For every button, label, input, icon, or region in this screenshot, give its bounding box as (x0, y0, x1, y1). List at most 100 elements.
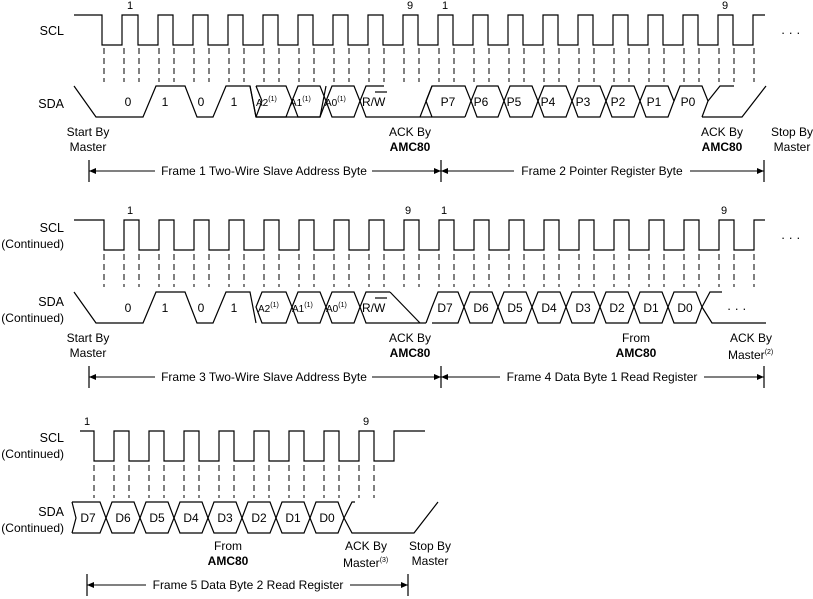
scl-waveform-3 (80, 430, 425, 462)
bit-label: D0 (319, 511, 335, 525)
sda-waveform-2 (73, 291, 766, 324)
clock-9-label: 9 (363, 416, 369, 428)
ack-label: ACK By (701, 125, 743, 139)
ack-master-label: Master(2) (728, 348, 773, 362)
from-label: From (214, 539, 242, 553)
start-label: Master (70, 140, 107, 154)
scl-waveform-1 (74, 14, 765, 46)
bit-label: P4 (541, 95, 556, 109)
sda-label: SDA (38, 295, 64, 309)
bit-label: D7 (80, 511, 96, 525)
clock-9-label: 9 (722, 0, 728, 12)
bit-label: 1 (231, 95, 238, 109)
data-source-label: AMC80 (616, 346, 657, 360)
continuation-ellipsis: · · · (781, 231, 800, 245)
continued-label: (Continued) (1, 521, 64, 535)
bit-label: D4 (541, 301, 557, 315)
bit-label: 1 (162, 301, 169, 315)
continued-label: (Continued) (1, 447, 64, 461)
bit-label: 0 (198, 95, 205, 109)
bit-label: P1 (647, 95, 662, 109)
bit-label: D4 (183, 511, 199, 525)
ack-source-label: AMC80 (390, 140, 431, 154)
scl-label: SCL (40, 431, 64, 445)
bit-label: D5 (507, 301, 523, 315)
bit-label: P7 (441, 95, 456, 109)
bit-label: D7 (437, 301, 453, 315)
bit-label-rw: R/W (362, 301, 386, 315)
frame-1-label: Frame 1 Two-Wire Slave Address Byte (161, 164, 367, 178)
stop-label: Master (774, 140, 811, 154)
ack-label: ACK By (730, 331, 772, 345)
bit-label: 0 (125, 95, 132, 109)
data-source-label: AMC80 (208, 554, 249, 568)
pointer-bits: P7 P6 P5 P4 P3 P2 P1 P0 (441, 95, 696, 109)
bit-label: 1 (162, 95, 169, 109)
bit-label: D3 (575, 301, 591, 315)
bit-label: P3 (576, 95, 591, 109)
continued-label: (Continued) (1, 237, 64, 251)
continued-label: (Continued) (1, 311, 64, 325)
timing-guides-1 (103, 48, 755, 82)
bit-label-a0: A0(1) (325, 96, 346, 109)
bit-label: D2 (251, 511, 267, 525)
sda-waveform-1 (73, 85, 767, 118)
bit-label: D5 (149, 511, 165, 525)
frame-2-label: Frame 2 Pointer Register Byte (521, 164, 683, 178)
bit-label: P6 (474, 95, 489, 109)
bit-label: D6 (473, 301, 489, 315)
bit-label: 0 (125, 301, 132, 315)
stop-label: Master (412, 554, 449, 568)
clock-9-label: 9 (405, 205, 411, 217)
from-label: From (622, 331, 650, 345)
timing-guides-3 (93, 465, 375, 498)
bit-label: D1 (643, 301, 659, 315)
sda-label: SDA (38, 505, 64, 519)
scl-waveform-2 (74, 219, 765, 251)
frame-5-label: Frame 5 Data Byte 2 Read Register (153, 578, 344, 592)
clock-9-label: 9 (721, 205, 727, 217)
ack-master-label: Master(3) (343, 556, 388, 570)
section-3: SCL (Continued) 1 9 SDA (Continued) (1, 416, 451, 596)
bit-label: D1 (285, 511, 301, 525)
bit-label: P5 (507, 95, 522, 109)
bit-label-a1: A1(1) (292, 302, 313, 315)
bit-label-a2: A2(1) (258, 302, 279, 315)
bit-label: 1 (231, 301, 238, 315)
ack-source-label: AMC80 (390, 346, 431, 360)
data-bits-2: D7 D6 D5 D4 D3 D2 D1 D0 (80, 511, 335, 525)
data-bits-1: D7 D6 D5 D4 D3 D2 D1 D0 · · · (437, 301, 746, 316)
bit-label-a2: A2(1) (256, 96, 277, 109)
ack-label: ACK By (389, 125, 431, 139)
stop-label: Stop By (771, 125, 813, 139)
bit-label-rw: R/W (362, 95, 386, 109)
bit-label-a0: A0(1) (326, 302, 347, 315)
start-label: Start By (67, 125, 110, 139)
frame-4-label: Frame 4 Data Byte 1 Read Register (507, 370, 698, 384)
start-label: Start By (67, 331, 110, 345)
sda-waveform-3 (71, 501, 439, 534)
sda-label: SDA (38, 97, 64, 111)
clock-1-label: 1 (127, 0, 133, 12)
scl-label: SCL (40, 221, 64, 235)
scl-label: SCL (40, 24, 64, 38)
section-2: SCL (Continued) 1 9 1 9 · · · (1, 205, 800, 388)
bit-label: P0 (681, 95, 696, 109)
clock-1-label: 1 (127, 205, 133, 217)
bit-label: D2 (609, 301, 625, 315)
address-bits-1: 0 1 0 1 A2(1) A1(1) A0(1) R/W (125, 91, 387, 109)
frame-3-label: Frame 3 Two-Wire Slave Address Byte (161, 370, 367, 384)
stop-label: Stop By (409, 539, 451, 553)
continuation-ellipsis: · · · (781, 26, 800, 40)
clock-1-label: 1 (442, 0, 448, 12)
bit-label: D3 (217, 511, 233, 525)
bit-label-a1: A1(1) (290, 96, 311, 109)
bit-label: D0 (677, 301, 693, 315)
address-bits-2: 0 1 0 1 A2(1) A1(1) A0(1) R/W (125, 297, 387, 315)
ack-label: ACK By (345, 539, 387, 553)
continuation-ellipsis: · · · (727, 302, 746, 316)
section-1: SCL 1 9 1 9 · · · SDA (38, 0, 813, 182)
bit-label: D6 (115, 511, 131, 525)
clock-9-label: 9 (407, 0, 413, 12)
